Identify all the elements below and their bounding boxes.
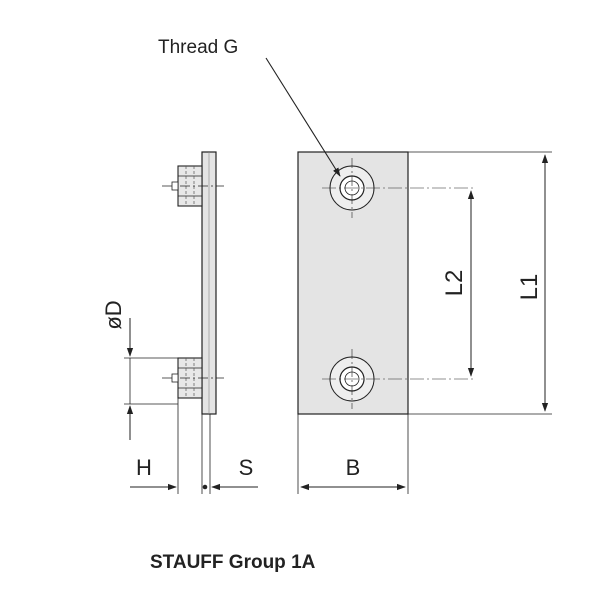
length-dimension [408,151,552,415]
height-label: H [136,455,152,480]
caption: STAUFF Group 1A [150,552,316,573]
width-label: B [346,455,361,480]
front-hole-bottom [322,349,474,409]
side-nut-bottom [162,357,224,399]
hole-spacing-label: L2 [441,270,468,297]
thickness-label: S [239,455,254,480]
width-dimension [297,414,409,494]
diameter-label: øD [101,300,126,329]
side-view [124,151,258,494]
height-thickness-dimension [130,398,258,494]
thread-label: Thread G [158,37,238,58]
front-hole-top [322,158,474,218]
side-nut-top [162,165,224,207]
front-view [265,57,552,494]
diameter-dimension [124,318,178,440]
length-label: L1 [516,274,543,301]
thread-leader [265,57,341,177]
